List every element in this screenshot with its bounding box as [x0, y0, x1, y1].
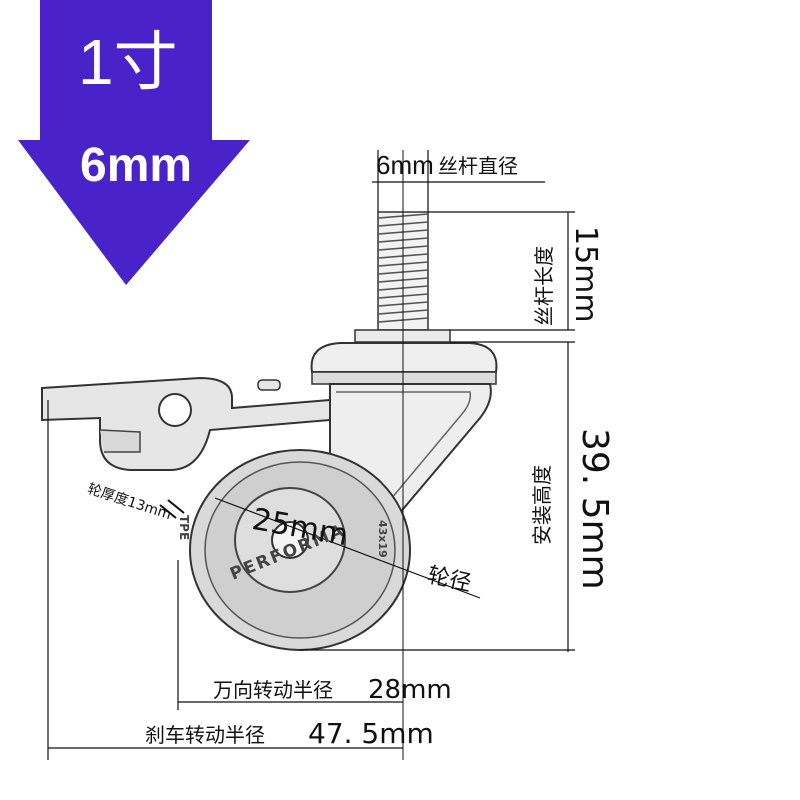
swivel-radius-value: 28mm: [368, 675, 452, 705]
install-height-value: 39. 5mm: [574, 428, 615, 590]
thread-diameter-label: 丝杆直径: [438, 154, 518, 178]
thread-diameter-value: 6mm: [376, 150, 434, 180]
top-plate: [310, 342, 498, 373]
down-arrow-icon: [18, 0, 250, 285]
caster-drawing: [41, 211, 498, 651]
brake-radius-value: 47. 5mm: [308, 717, 434, 750]
size-sub-label: 6mm: [80, 139, 193, 192]
thread-length-value: 15mm: [568, 226, 603, 323]
brake-lever: [41, 376, 331, 471]
size-label: 1寸: [78, 26, 178, 98]
tire-side-text-right: 43x19: [376, 520, 389, 558]
swivel-radius-label: 万向转动半径: [213, 678, 333, 702]
wheel: [189, 449, 411, 651]
brake-radius-label: 刹车转动半径: [145, 723, 265, 747]
axle: [271, 521, 309, 559]
install-height-label: 安装高度: [530, 465, 554, 545]
thread-length-label: 丝杆长度: [532, 246, 556, 326]
tire-side-text: TPE: [177, 515, 191, 541]
dimension-lines: [47, 150, 575, 760]
